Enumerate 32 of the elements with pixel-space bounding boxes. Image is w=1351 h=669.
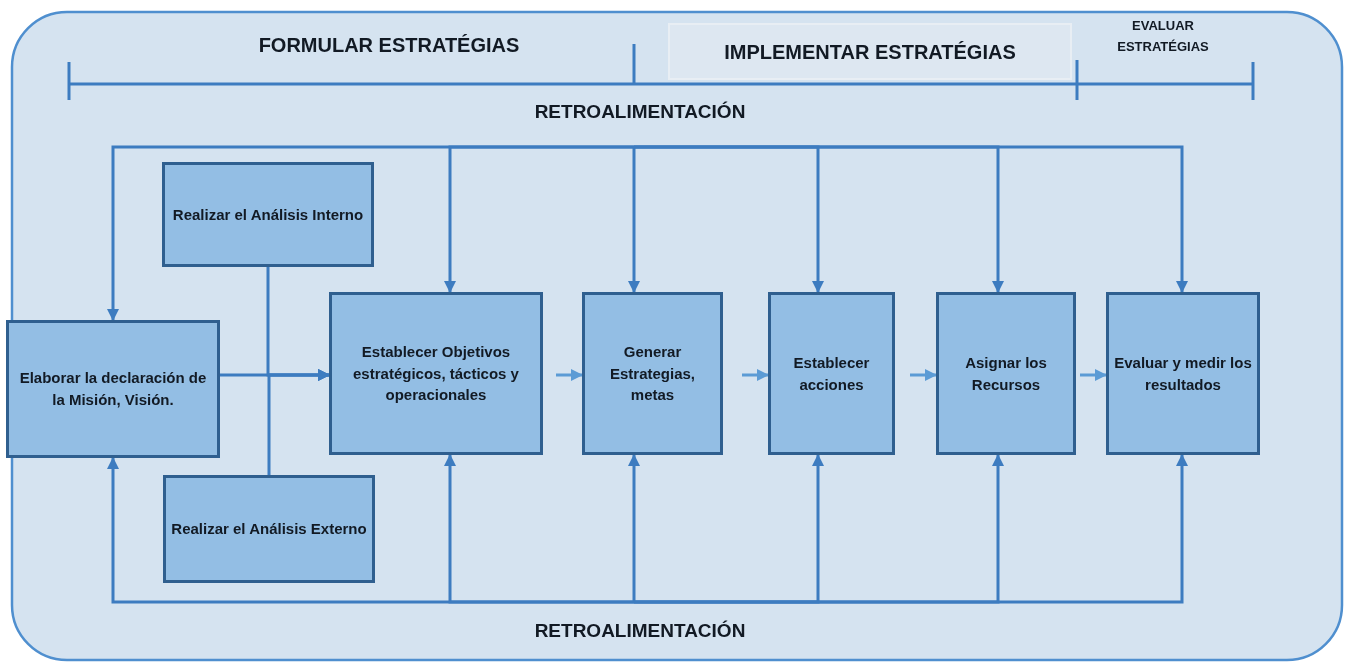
box-label: Evaluar y medir los resultados [1113, 352, 1253, 395]
arrow [742, 369, 769, 381]
arrow [556, 369, 583, 381]
arrow [444, 145, 634, 293]
process-box [582, 292, 723, 455]
box-label: Elaborar la declaración de la Misión, Visión. [18, 368, 208, 410]
process-box [329, 292, 543, 455]
arrow [1080, 369, 1107, 381]
phase-heading: FORMULAR ESTRATÉGIAS [258, 34, 520, 57]
arrow [628, 454, 640, 604]
process-box [768, 292, 895, 455]
box-label: Asignar los Recursos [964, 352, 1048, 395]
process-box [936, 292, 1076, 455]
box-label: Establecer Objetivos estratégicos, tácticos y operacionales [352, 341, 520, 406]
box-label: Realizar el Análisis Interno [172, 204, 364, 225]
arrow [267, 369, 330, 475]
arrow [634, 454, 1188, 604]
process-box [163, 475, 375, 583]
box-label: Generar Estrategias, metas [608, 341, 696, 406]
box-label: Establecer acciones [792, 352, 871, 395]
process-box [162, 162, 374, 267]
arrow [634, 145, 1188, 293]
phase-heading: IMPLEMENTAR ESTRATÉGIAS [724, 40, 1016, 63]
arrow [628, 145, 640, 293]
feedback-label: RETROALIMENTACIÓN [534, 620, 746, 642]
phase-heading: EVALUAR ESTRATÉGIAS [1116, 17, 1210, 56]
box-label: Realizar el Análisis Externo [171, 519, 367, 540]
process-box [6, 320, 220, 458]
arrow [444, 454, 634, 604]
process-box [1106, 292, 1260, 455]
arrow [910, 369, 937, 381]
feedback-label: RETROALIMENTACIÓN [534, 101, 746, 123]
